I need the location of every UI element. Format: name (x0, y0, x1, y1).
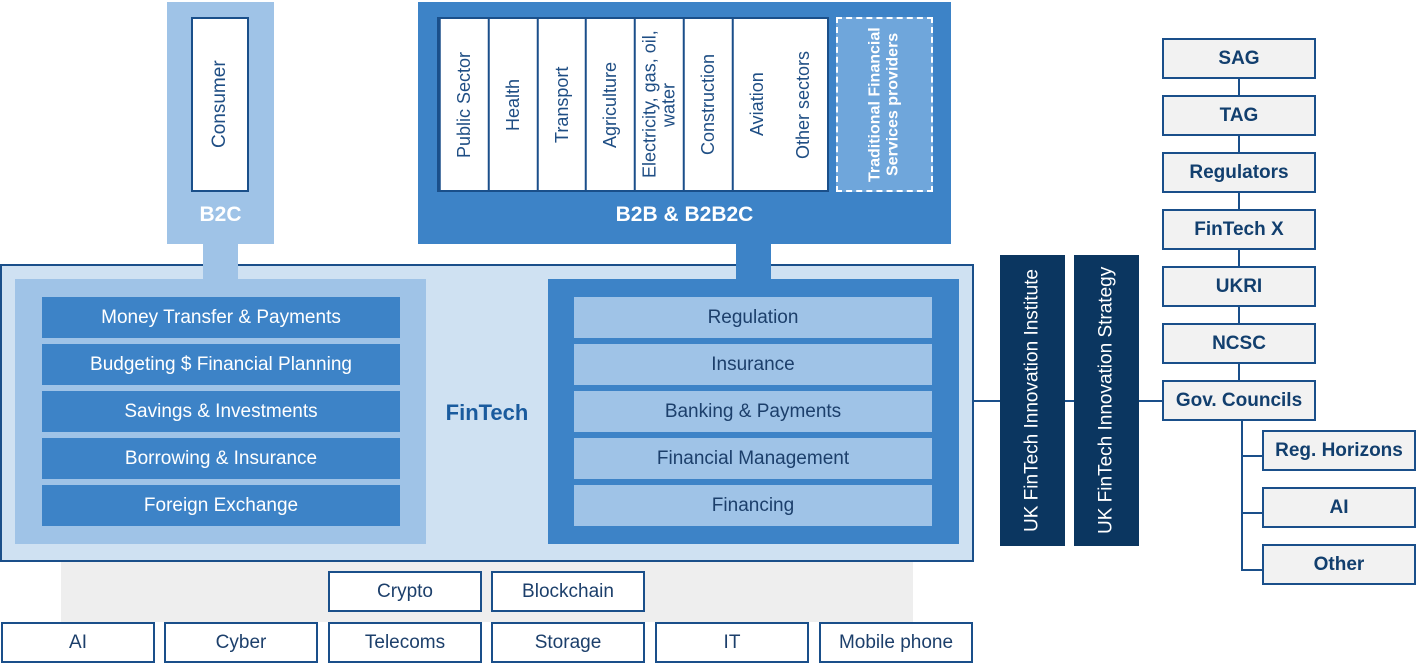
technology-layer-background (61, 562, 913, 622)
b2b-connector (736, 244, 771, 266)
sector-agriculture[interactable]: Agriculture (585, 19, 634, 190)
council-ai[interactable]: AI (1262, 487, 1416, 528)
org-ncsc[interactable]: NCSC (1162, 323, 1316, 364)
sector-list: Public Sector Health Transport Agricultu… (437, 17, 829, 192)
b2b-label: B2B & B2B2C (615, 203, 754, 226)
tech-ai[interactable]: AI (1, 622, 155, 663)
sector-transport[interactable]: Transport (536, 19, 586, 190)
tech-telecoms[interactable]: Telecoms (328, 622, 482, 663)
service-financing[interactable]: Financing (574, 485, 932, 526)
uk-fintech-innovation-institute[interactable]: UK FinTech Innovation Institute (1000, 255, 1065, 546)
council-reg-horizons[interactable]: Reg. Horizons (1262, 430, 1416, 471)
service-insurance[interactable]: Insurance (574, 344, 932, 385)
tech-blockchain[interactable]: Blockchain (491, 571, 645, 612)
sector-other[interactable]: Other sectors (793, 50, 814, 159)
branch-other (1241, 569, 1262, 571)
b2c-connector-inner (203, 264, 238, 279)
org-sag[interactable]: SAG (1162, 38, 1316, 79)
service-foreign-exchange[interactable]: Foreign Exchange (42, 485, 400, 526)
uk-fintech-innovation-strategy[interactable]: UK FinTech Innovation Strategy (1074, 255, 1139, 546)
org-ukri[interactable]: UKRI (1162, 266, 1316, 307)
service-borrowing[interactable]: Borrowing & Insurance (42, 438, 400, 479)
tech-cyber[interactable]: Cyber (164, 622, 318, 663)
sector-health[interactable]: Health (487, 19, 537, 190)
b2b-connector-inner (736, 264, 771, 279)
b2c-connector (203, 244, 238, 266)
branch-ai (1241, 512, 1262, 514)
consumer-box[interactable]: Consumer (191, 17, 249, 192)
tech-it[interactable]: IT (655, 622, 809, 663)
service-savings[interactable]: Savings & Investments (42, 391, 400, 432)
councils-branch-connector (1241, 420, 1243, 570)
org-gov-councils[interactable]: Gov. Councils (1162, 380, 1316, 421)
org-fintech-x[interactable]: FinTech X (1162, 209, 1316, 250)
sector-utilities[interactable]: Electricity, gas, oil, water (634, 19, 683, 190)
service-regulation[interactable]: Regulation (574, 297, 932, 338)
connector-institute-strategy (1065, 400, 1074, 402)
tech-crypto[interactable]: Crypto (328, 571, 482, 612)
service-banking[interactable]: Banking & Payments (574, 391, 932, 432)
connector-fintech-institute (974, 400, 1000, 402)
sector-construction[interactable]: Construction (682, 19, 732, 190)
sector-aviation[interactable]: Aviation (731, 19, 781, 190)
service-budgeting[interactable]: Budgeting $ Financial Planning (42, 344, 400, 385)
fintech-label: FinTech (445, 400, 529, 425)
sector-public-sector[interactable]: Public Sector (439, 19, 488, 190)
org-regulators[interactable]: Regulators (1162, 152, 1316, 193)
traditional-financial-services-box[interactable]: Traditional Financial Services providers (836, 17, 933, 192)
tech-mobile-phone[interactable]: Mobile phone (819, 622, 973, 663)
branch-reg-horizons (1241, 455, 1262, 457)
service-financial-management[interactable]: Financial Management (574, 438, 932, 479)
b2c-label: B2C (199, 203, 242, 226)
council-other[interactable]: Other (1262, 544, 1416, 585)
org-tag[interactable]: TAG (1162, 95, 1316, 136)
connector-strategy-councils (1139, 400, 1162, 402)
service-money-transfer[interactable]: Money Transfer & Payments (42, 297, 400, 338)
tech-storage[interactable]: Storage (491, 622, 645, 663)
